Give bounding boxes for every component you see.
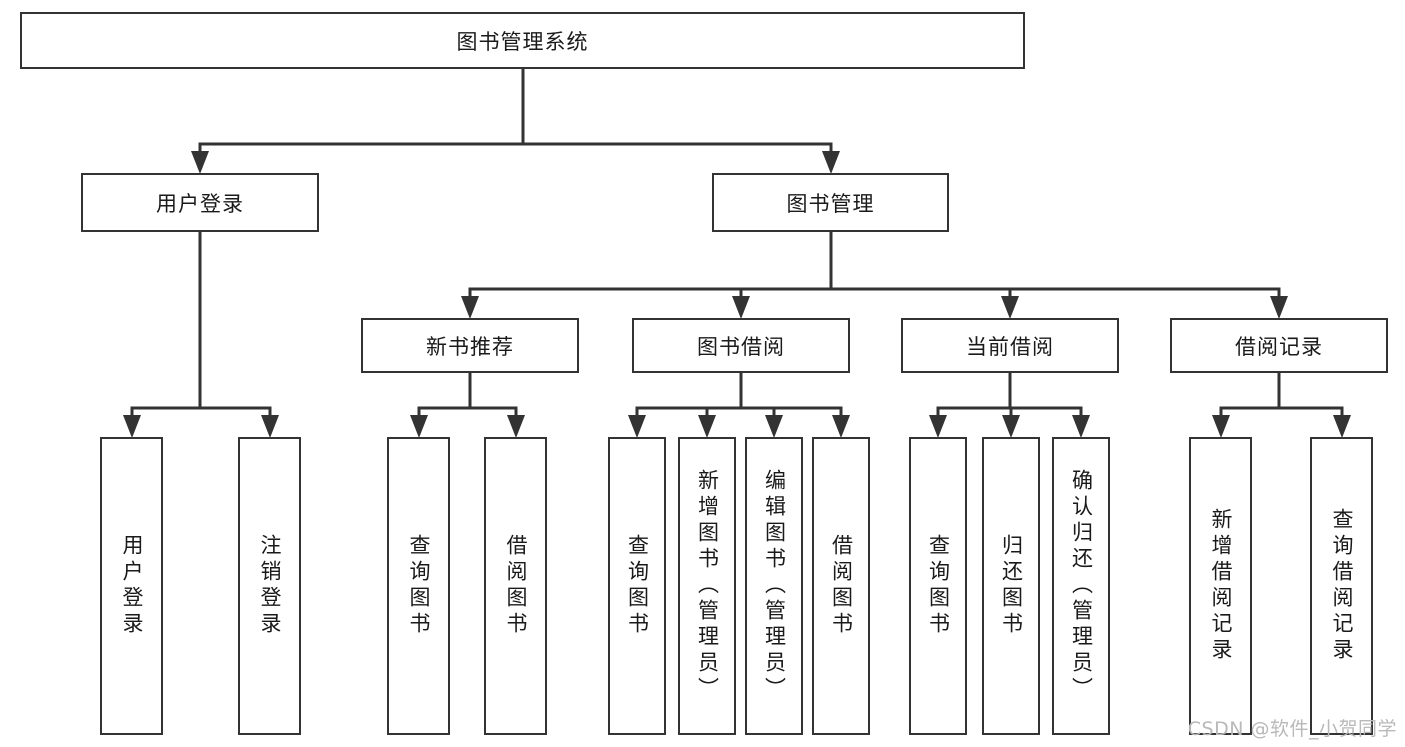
- node-leaf-borrow-book[interactable]: 借阅图书: [812, 437, 870, 735]
- node-label: 用户登录: [156, 191, 244, 216]
- node-label: 新增图书（管理员）: [695, 469, 720, 703]
- node-label: 当前借阅: [966, 334, 1054, 359]
- node-borrow-record[interactable]: 借阅记录: [1170, 318, 1388, 373]
- node-leaf-logout[interactable]: 注销登录: [238, 437, 301, 735]
- node-leaf-query-book-current[interactable]: 查询图书: [909, 437, 967, 735]
- node-label: 新增借阅记录: [1209, 508, 1233, 664]
- node-leaf-add-record[interactable]: 新增借阅记录: [1189, 437, 1252, 735]
- node-label: 归还图书: [999, 534, 1024, 638]
- node-leaf-edit-book[interactable]: 编辑图书（管理员）: [745, 437, 803, 735]
- node-label: 图书管理系统: [456, 29, 589, 54]
- node-leaf-confirm-return[interactable]: 确认归还（管理员）: [1052, 437, 1110, 735]
- node-book-borrow[interactable]: 图书借阅: [632, 318, 850, 373]
- node-root[interactable]: 图书管理系统: [20, 12, 1025, 69]
- node-label: 借阅图书: [829, 534, 854, 638]
- node-label: 注销登录: [258, 534, 282, 638]
- node-label: 用户登录: [120, 534, 144, 638]
- node-label: 新书推荐: [426, 334, 514, 359]
- node-label: 查询图书: [625, 534, 650, 638]
- watermark: CSDN @软件_小贺同学: [1187, 718, 1397, 740]
- node-label: 借阅图书: [504, 534, 528, 638]
- node-leaf-query-book-new[interactable]: 查询图书: [387, 437, 450, 735]
- node-new-book-recommend[interactable]: 新书推荐: [361, 318, 579, 373]
- node-label: 查询图书: [926, 534, 951, 638]
- node-label: 图书借阅: [697, 334, 785, 359]
- node-leaf-query-book-borrow[interactable]: 查询图书: [608, 437, 666, 735]
- node-book-manage[interactable]: 图书管理: [712, 173, 949, 232]
- node-leaf-add-book[interactable]: 新增图书（管理员）: [678, 437, 736, 735]
- node-label: 确认归还（管理员）: [1069, 469, 1094, 703]
- node-label: 查询借阅记录: [1330, 508, 1354, 664]
- edge-group: [123, 67, 1351, 438]
- node-user-login[interactable]: 用户登录: [81, 173, 319, 232]
- node-label: 借阅记录: [1235, 334, 1323, 359]
- node-leaf-query-record[interactable]: 查询借阅记录: [1310, 437, 1373, 735]
- node-leaf-return-book[interactable]: 归还图书: [982, 437, 1040, 735]
- node-leaf-borrow-book-new[interactable]: 借阅图书: [484, 437, 547, 735]
- node-current-borrow[interactable]: 当前借阅: [901, 318, 1119, 373]
- node-leaf-user-login[interactable]: 用户登录: [100, 437, 163, 735]
- node-label: 查询图书: [407, 534, 431, 638]
- node-label: 图书管理: [786, 191, 875, 216]
- node-label: 编辑图书（管理员）: [762, 469, 787, 703]
